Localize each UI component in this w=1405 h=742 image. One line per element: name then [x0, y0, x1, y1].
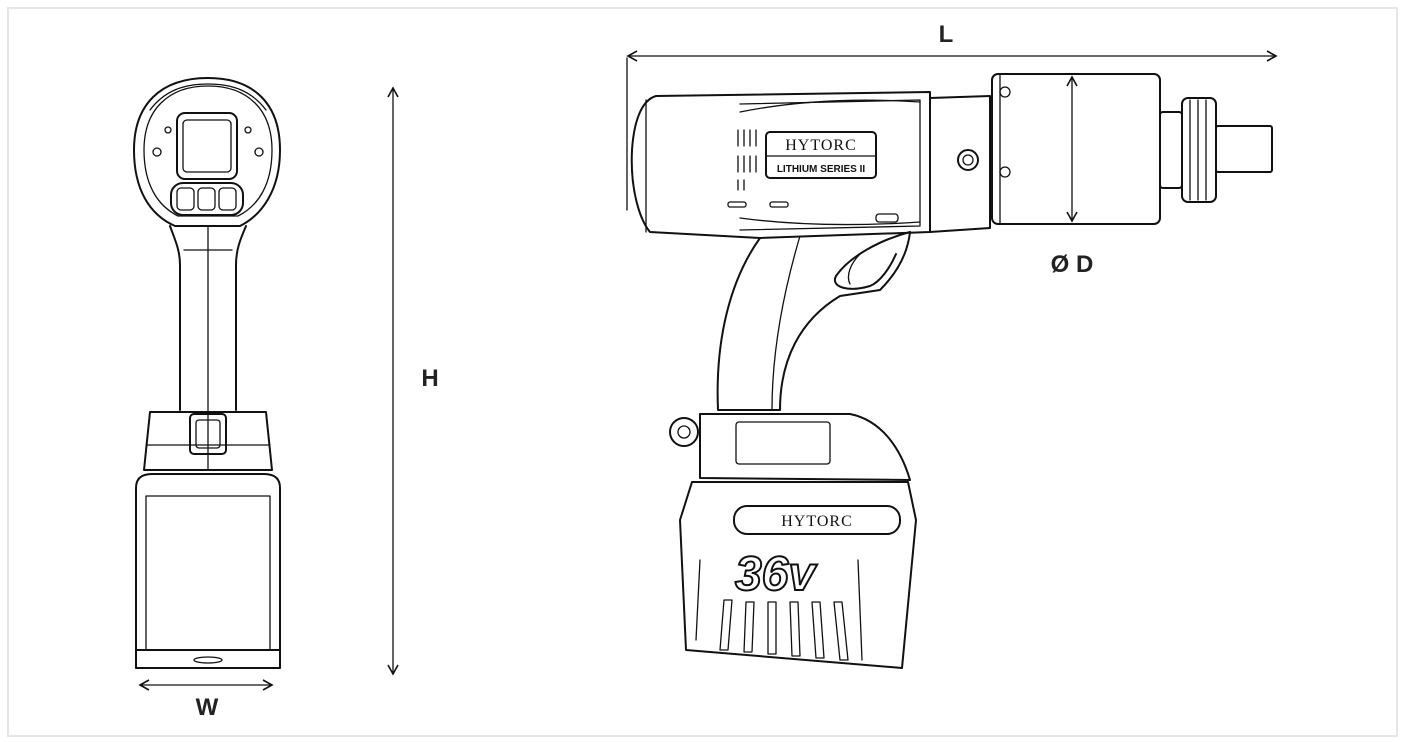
diagram-frame — [7, 7, 1398, 737]
dimension-lines — [138, 50, 1278, 691]
tool-brand-label: HYTORC — [785, 137, 857, 154]
width-label: W — [196, 694, 219, 721]
battery-voltage-label: 36v — [735, 548, 817, 601]
tool-series-label: LITHIUM SERIES II — [777, 164, 866, 175]
battery-brand-label: HYTORC — [781, 513, 853, 530]
height-label: H — [421, 365, 438, 392]
front-view — [133, 77, 281, 669]
length-label: L — [939, 21, 954, 48]
diameter-label: Ø D — [1051, 251, 1094, 278]
vent-slots — [737, 129, 757, 191]
battery-ribs — [695, 559, 863, 661]
side-view: HYTORC LITHIUM SERIES II HYTORC — [630, 73, 1273, 669]
